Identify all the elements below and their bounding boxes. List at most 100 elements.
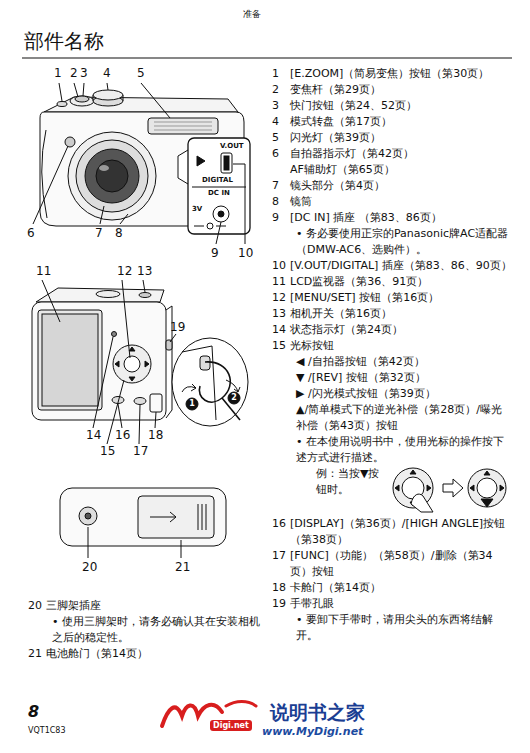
callout-number: 3 (80, 66, 88, 80)
camera-front-view (65, 137, 75, 147)
list-row: 4 模式转盘（第17页） (272, 114, 512, 130)
camera-front-view (194, 226, 226, 227)
list-row: 14状态指示灯（第24页） (272, 322, 512, 338)
camera-back-view (134, 398, 146, 405)
camera-bottom-view (60, 488, 226, 558)
camera-back-view (124, 356, 140, 372)
camera-back-view (186, 398, 198, 410)
item-note: • 使用三脚架时，请务必确认其在安装相机之后的稳定性。 (52, 614, 264, 646)
item-number: 3 (272, 98, 279, 114)
camera-front-view (68, 132, 156, 220)
page-header: 准备 (243, 8, 261, 21)
list-row: ▶ /闪光模式按钮（第39页） (272, 386, 512, 402)
item-text: [MENU/SET] 按钮（第16页） (290, 290, 512, 306)
page-title: 部件名称 (24, 28, 104, 55)
camera-front-view (96, 160, 128, 192)
item-note: ▶ /闪光模式按钮（第39页） (296, 386, 512, 402)
list-row: 6 自拍器指示灯（第42页） (272, 146, 512, 162)
camera-back-view (115, 347, 149, 381)
item-text: 卡舱门（第14页） (290, 580, 512, 596)
item-text: [E.ZOOM]（简易变焦）按钮（第30页） (290, 66, 512, 82)
cursor-example-icon (468, 469, 506, 507)
camera-bottom-view (138, 496, 214, 538)
item-note: 例：当按▼按钮时。 (316, 466, 382, 498)
list-row: • 使用三脚架时，请务必确认其在安装相机之后的稳定性。 (28, 614, 264, 646)
camera-back-view (42, 314, 98, 406)
item-text: AF辅助灯（第65页） (290, 162, 512, 178)
camera-bottom-view (150, 512, 176, 522)
item-note: ▲/简单模式下的逆光补偿（第28页）/曝光补偿（第43页）按钮 (296, 402, 512, 434)
camera-back-view (139, 293, 151, 298)
callout-number: 17 (133, 444, 148, 458)
camera-front-view (207, 223, 213, 229)
callout-number: 4 (103, 66, 111, 80)
callout-number: 13 (137, 264, 152, 278)
item-number: 8 (272, 194, 279, 210)
camera-front-view (44, 97, 238, 112)
camera-front-view (70, 96, 94, 106)
camera-back-view (42, 280, 176, 444)
camera-back-view (226, 380, 240, 392)
item-number: 21 (28, 646, 42, 662)
cursor-example-icon (481, 499, 493, 507)
item-text: 光标按钮 (290, 338, 512, 354)
list-row: 19手带孔眼 (272, 596, 512, 612)
item-text: 快门按钮（第24、52页） (290, 98, 512, 114)
item-text: 状态指示灯（第24页） (290, 322, 512, 338)
list-row: 17[FUNC]（功能）（第58页）/删除（第34页）按钮 (272, 548, 512, 580)
callout-number: 2 (70, 66, 78, 80)
watermark-badge: Digi.net (210, 720, 252, 731)
callout-number: 16 (115, 428, 130, 442)
camera-back-view (172, 338, 248, 426)
list-row: 11LCD监视器（第36、91页） (272, 274, 512, 290)
camera-back-view (182, 384, 196, 392)
list-row: 例：当按▼按钮时。 (272, 466, 512, 516)
item-number: 11 (272, 274, 286, 290)
camera-bottom-view (60, 488, 226, 546)
callout-number: 10 (238, 246, 253, 260)
item-number: 4 (272, 114, 279, 130)
item-number: 6 (272, 146, 279, 162)
camera-front-view (192, 187, 246, 188)
camera-front-view (57, 102, 67, 107)
camera-back-view (112, 332, 117, 337)
left-list: 20三脚架插座• 使用三脚架时，请务必确认其在安装相机之后的稳定性。21电池舱门… (28, 598, 264, 662)
page-number: 8 (28, 702, 39, 721)
callout-number: 19 (170, 320, 185, 334)
parts-list: 1 [E.ZOOM]（简易变焦）按钮（第30页） 2 变焦杆（第29页） 3 快门按钮（第… (272, 66, 512, 644)
list-row: 12[MENU/SET] 按钮（第16页） (272, 290, 512, 306)
camera-front-view (188, 138, 250, 234)
callout-number: 15 (100, 444, 115, 458)
port-label: V.OUT (220, 142, 244, 150)
item-text: LCD监视器（第36、91页） (290, 274, 512, 290)
list-row: ◀ /自拍器按钮（第42页） (272, 354, 512, 370)
item-number: 2 (272, 82, 279, 98)
item-text: 闪光灯（第39页） (290, 130, 512, 146)
list-row: 10[V.OUT/DIGITAL] 插座（第83、86、90页） (272, 258, 512, 274)
item-number: 13 (272, 306, 286, 322)
camera-front-view (197, 156, 205, 166)
camera-back-view (113, 345, 151, 383)
title-rule (22, 57, 512, 58)
step-number: 2 (228, 392, 240, 404)
item-number: 19 (272, 596, 286, 612)
item-text: 自拍器指示灯（第42页） (290, 146, 512, 162)
item-text: 模式转盘（第17页） (290, 114, 512, 130)
list-row: 18卡舱门（第14页） (272, 580, 512, 596)
cursor-example-icon (470, 471, 504, 491)
item-text: [FUNC]（功能）（第58页）/删除（第34页）按钮 (290, 548, 512, 580)
camera-front-view (99, 165, 109, 171)
list-row: AF辅助灯（第65页） (272, 162, 512, 178)
callout-number: 18 (148, 428, 163, 442)
item-number: 1 (272, 66, 279, 82)
list-row: 3 快门按钮（第24、52页） (272, 98, 512, 114)
list-row: • 在本使用说明书中，使用光标的操作按下述方式进行描述。 (272, 434, 512, 466)
item-number: 20 (28, 598, 42, 614)
cursor-example-icon (393, 468, 506, 512)
watermark-url: www.MyDigi.net (262, 725, 363, 738)
port-label: DC IN (208, 189, 230, 197)
item-text: 变焦杆（第29页） (290, 82, 512, 98)
item-number: 9 (272, 210, 279, 226)
camera-back-view (182, 346, 216, 420)
list-row: 2 变焦杆（第29页） (272, 82, 512, 98)
